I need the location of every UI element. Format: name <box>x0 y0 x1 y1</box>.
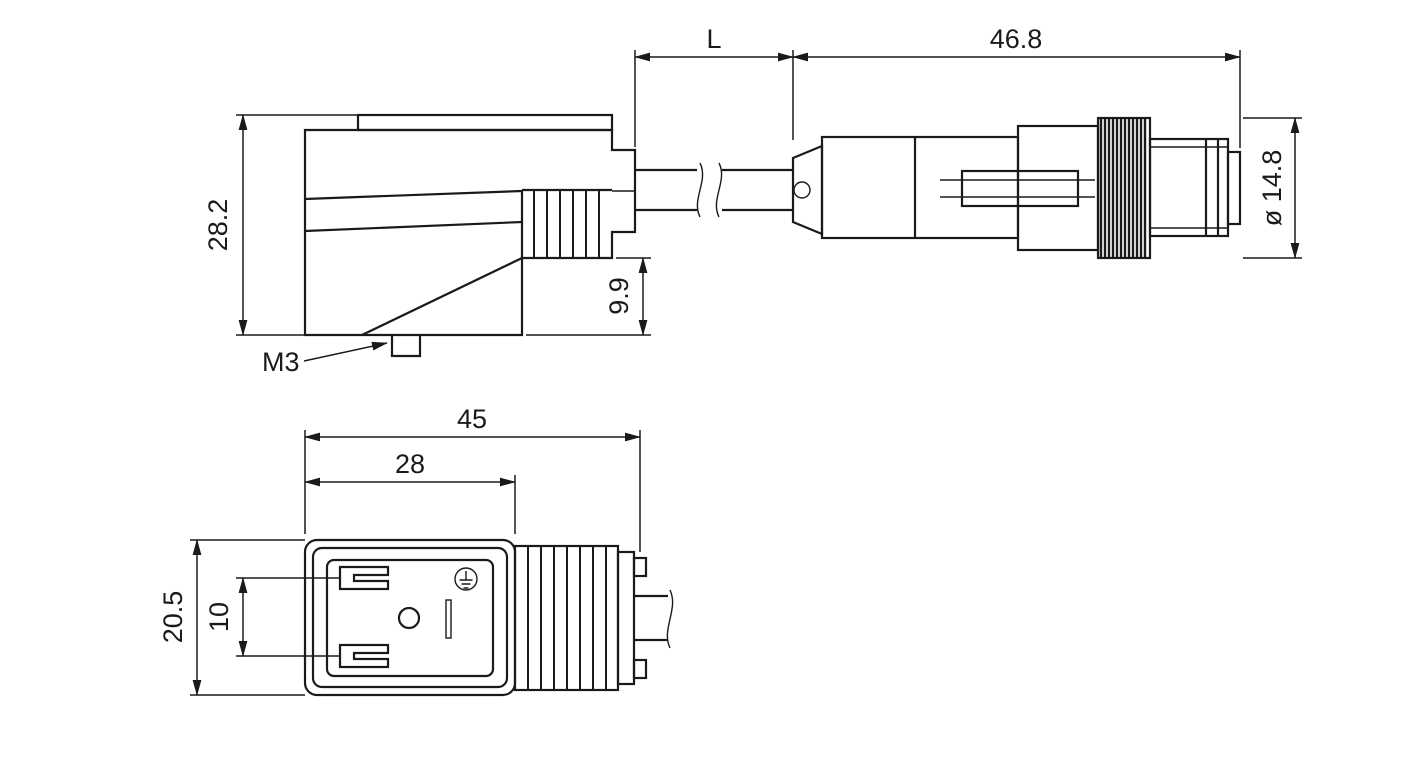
ground-contact <box>454 567 478 591</box>
front-body-inner-wall <box>311 546 509 689</box>
strain-relief-ribs <box>513 544 620 692</box>
body-diagonal-edge <box>361 257 523 336</box>
dim-side-height-label: 28.2 <box>203 199 233 252</box>
m3-screw-tab <box>390 335 422 358</box>
dim-plug-length: 46.8 <box>792 24 1241 148</box>
leader-line <box>303 341 388 362</box>
m3-label: M3 <box>262 347 300 377</box>
plug-top-cap <box>356 113 614 132</box>
plug-housing <box>820 135 1020 240</box>
body-split-line-upper <box>304 189 523 201</box>
body-split-line-lower <box>304 220 523 233</box>
dim-front-width: 45 <box>304 404 641 552</box>
contact-slot-top <box>338 565 390 591</box>
dim-front-height: 20.5 <box>158 539 305 696</box>
crimp-sleeve <box>960 169 1080 208</box>
drawing-root: 28.2 9.9 M3 L 46.8 ø 14.8 <box>158 24 1302 697</box>
contact-slot-bottom <box>338 643 390 669</box>
dim-side-height: 28.2 <box>203 114 358 336</box>
valve-plug-side-view <box>303 113 793 358</box>
dim-outlet-height: 9.9 <box>526 257 651 336</box>
thread-end-face <box>1226 150 1242 226</box>
valve-plug-front-view <box>303 538 674 697</box>
latch-tab-bottom <box>632 658 648 680</box>
latch-tab-top <box>632 556 648 578</box>
center-screw-hole <box>397 606 421 630</box>
cable-outlet <box>634 589 674 649</box>
dim-cable-length: L <box>634 24 794 147</box>
front-body <box>303 538 517 697</box>
dim-contact-spacing-label: 10 <box>204 602 234 632</box>
thread-m12 <box>1148 137 1242 238</box>
coupling-collar <box>1016 124 1100 252</box>
dim-plug-length-label: 46.8 <box>990 24 1043 54</box>
bend-relief-cone <box>791 144 824 236</box>
gland-end-cap <box>616 550 636 686</box>
plug-body-outline <box>303 128 637 337</box>
label-m3-callout: M3 <box>262 341 388 377</box>
dim-outlet-height-label: 9.9 <box>604 277 634 315</box>
coding-slot <box>445 599 452 639</box>
cable-gland-ribs <box>520 188 612 258</box>
dim-front-width-label: 45 <box>457 404 487 434</box>
dim-plug-diameter-label: ø 14.8 <box>1257 150 1287 227</box>
dim-contact-spacing: 10 <box>204 577 341 657</box>
m12-plug-side-view <box>791 116 1242 260</box>
dim-contact-face-width: 28 <box>304 449 516 534</box>
dim-plug-diameter: ø 14.8 <box>1243 117 1302 259</box>
dim-cable-length-label: L <box>706 24 721 54</box>
dim-contact-face-width-label: 28 <box>395 449 425 479</box>
cable-left-segment <box>635 162 793 218</box>
dim-front-height-label: 20.5 <box>158 591 188 644</box>
vent-hole <box>793 181 811 199</box>
knurled-nut <box>1096 116 1152 260</box>
contact-face <box>325 558 495 678</box>
